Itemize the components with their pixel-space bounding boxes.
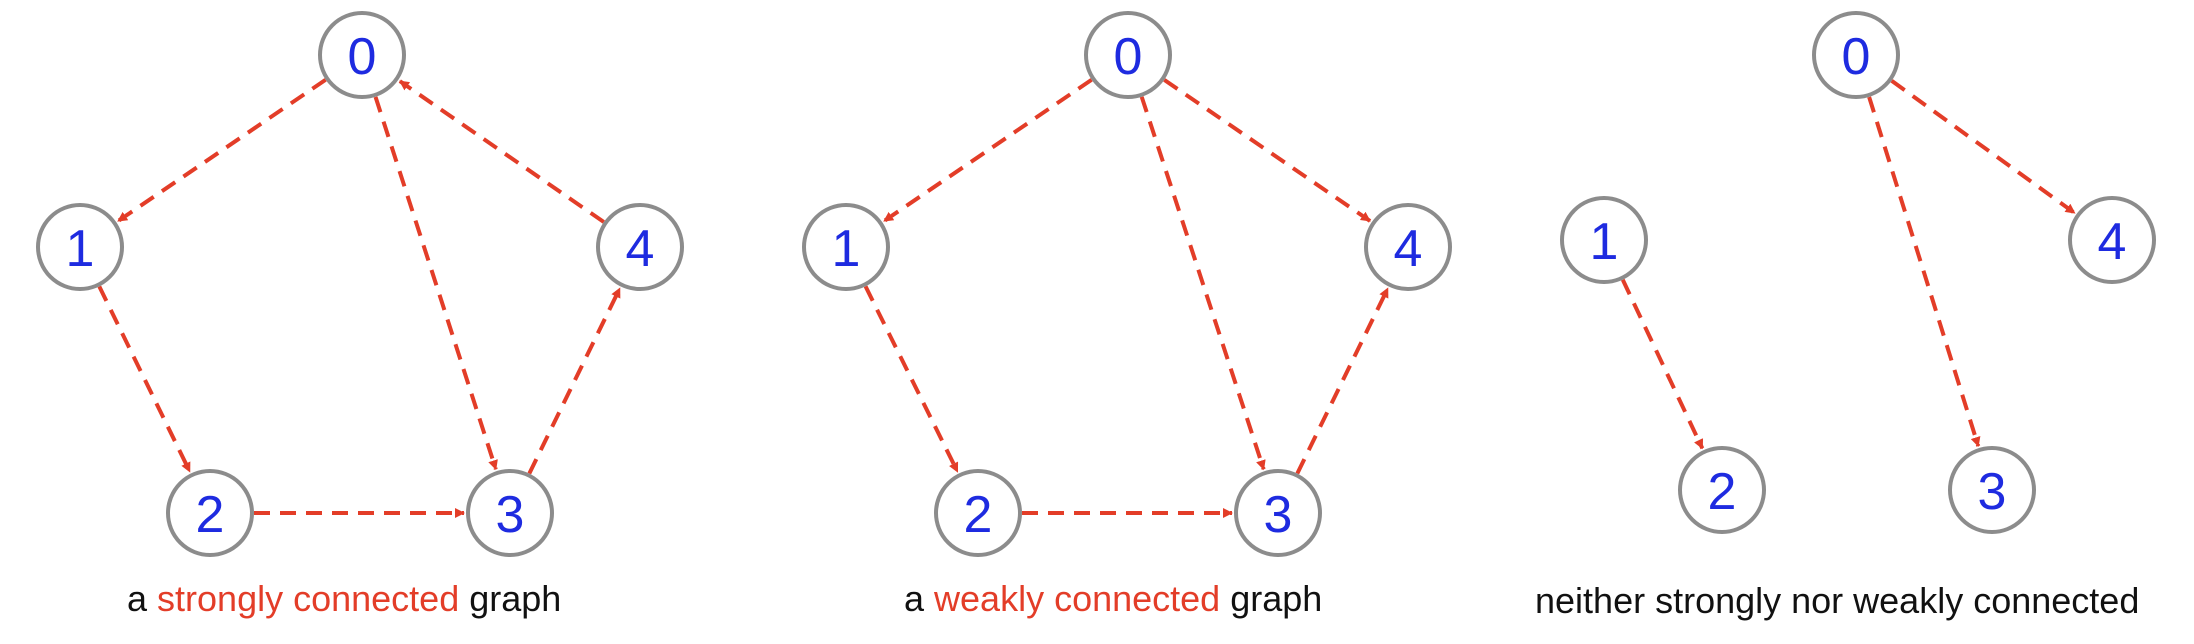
- caption-prefix: a: [127, 578, 158, 619]
- graph-node-2: 2: [1678, 446, 1766, 534]
- node-label: 1: [66, 220, 95, 278]
- caption-suffix: graph: [1220, 578, 1323, 619]
- edge-1-to-2: [1620, 278, 1705, 450]
- edge-1-to-2: [863, 285, 960, 473]
- caption-suffix: graph: [459, 578, 562, 619]
- graph-node-3: 3: [466, 469, 554, 557]
- graph-node-1: 1: [1560, 196, 1648, 284]
- edge-0-to-1: [116, 78, 327, 223]
- node-circle: [166, 469, 254, 557]
- graph-node-0: 0: [1084, 11, 1172, 99]
- edge-4-to-0: [398, 79, 605, 224]
- graph-node-4: 4: [1364, 203, 1452, 291]
- edge-0-to-4: [1890, 79, 2076, 215]
- node-circle: [1364, 203, 1452, 291]
- edge-3-to-4: [527, 287, 622, 475]
- edge-0-to-4: [1163, 78, 1372, 223]
- graph-node-1: 1: [802, 203, 890, 291]
- graph-node-0: 0: [318, 11, 406, 99]
- node-circle: [1234, 469, 1322, 557]
- caption-highlight: weakly connected: [934, 578, 1221, 619]
- node-circle: [1812, 11, 1900, 99]
- node-label: 0: [1114, 28, 1143, 86]
- caption-strongly-connected: a strongly connected graph: [127, 578, 561, 620]
- node-circle: [934, 469, 1022, 557]
- graph-node-4: 4: [2068, 196, 2156, 284]
- node-circle: [1948, 446, 2036, 534]
- node-circle: [802, 203, 890, 291]
- edge-0-to-1: [882, 78, 1093, 223]
- node-label: 2: [964, 486, 993, 544]
- node-circle: [2068, 196, 2156, 284]
- node-circle: [1084, 11, 1172, 99]
- node-circle: [466, 469, 554, 557]
- node-circle: [1560, 196, 1648, 284]
- caption-prefix: neither strongly nor weakly connected: [1535, 580, 2140, 621]
- edge-0-to-3: [373, 96, 498, 471]
- caption-prefix: a: [904, 578, 935, 619]
- node-label: 3: [496, 486, 525, 544]
- caption-highlight: strongly connected: [157, 578, 460, 619]
- caption-neither-connected: neither strongly nor weakly connected: [1535, 580, 2139, 622]
- caption-weakly-connected: a weakly connected graph: [904, 578, 1322, 620]
- graph-node-2: 2: [166, 469, 254, 557]
- node-label: 0: [348, 28, 377, 86]
- edge-1-to-2: [97, 285, 192, 473]
- graph-node-3: 3: [1948, 446, 2036, 534]
- graph-node-1: 1: [36, 203, 124, 291]
- node-label: 4: [1394, 220, 1423, 278]
- node-label: 4: [626, 220, 655, 278]
- graph-node-3: 3: [1234, 469, 1322, 557]
- node-circle: [318, 11, 406, 99]
- node-label: 3: [1978, 463, 2007, 521]
- edge-3-to-4: [1295, 287, 1390, 475]
- node-label: 4: [2098, 213, 2127, 271]
- node-label: 0: [1842, 28, 1871, 86]
- graph-node-0: 0: [1812, 11, 1900, 99]
- node-label: 2: [1708, 463, 1737, 521]
- node-label: 1: [832, 220, 861, 278]
- graph-node-4: 4: [596, 203, 684, 291]
- node-label: 1: [1590, 213, 1619, 271]
- node-label: 2: [196, 486, 225, 544]
- node-circle: [36, 203, 124, 291]
- edge-0-to-3: [1867, 96, 1981, 448]
- graph-node-2: 2: [934, 469, 1022, 557]
- node-circle: [1678, 446, 1766, 534]
- node-circle: [596, 203, 684, 291]
- node-label: 3: [1264, 486, 1293, 544]
- edge-0-to-3: [1139, 96, 1266, 471]
